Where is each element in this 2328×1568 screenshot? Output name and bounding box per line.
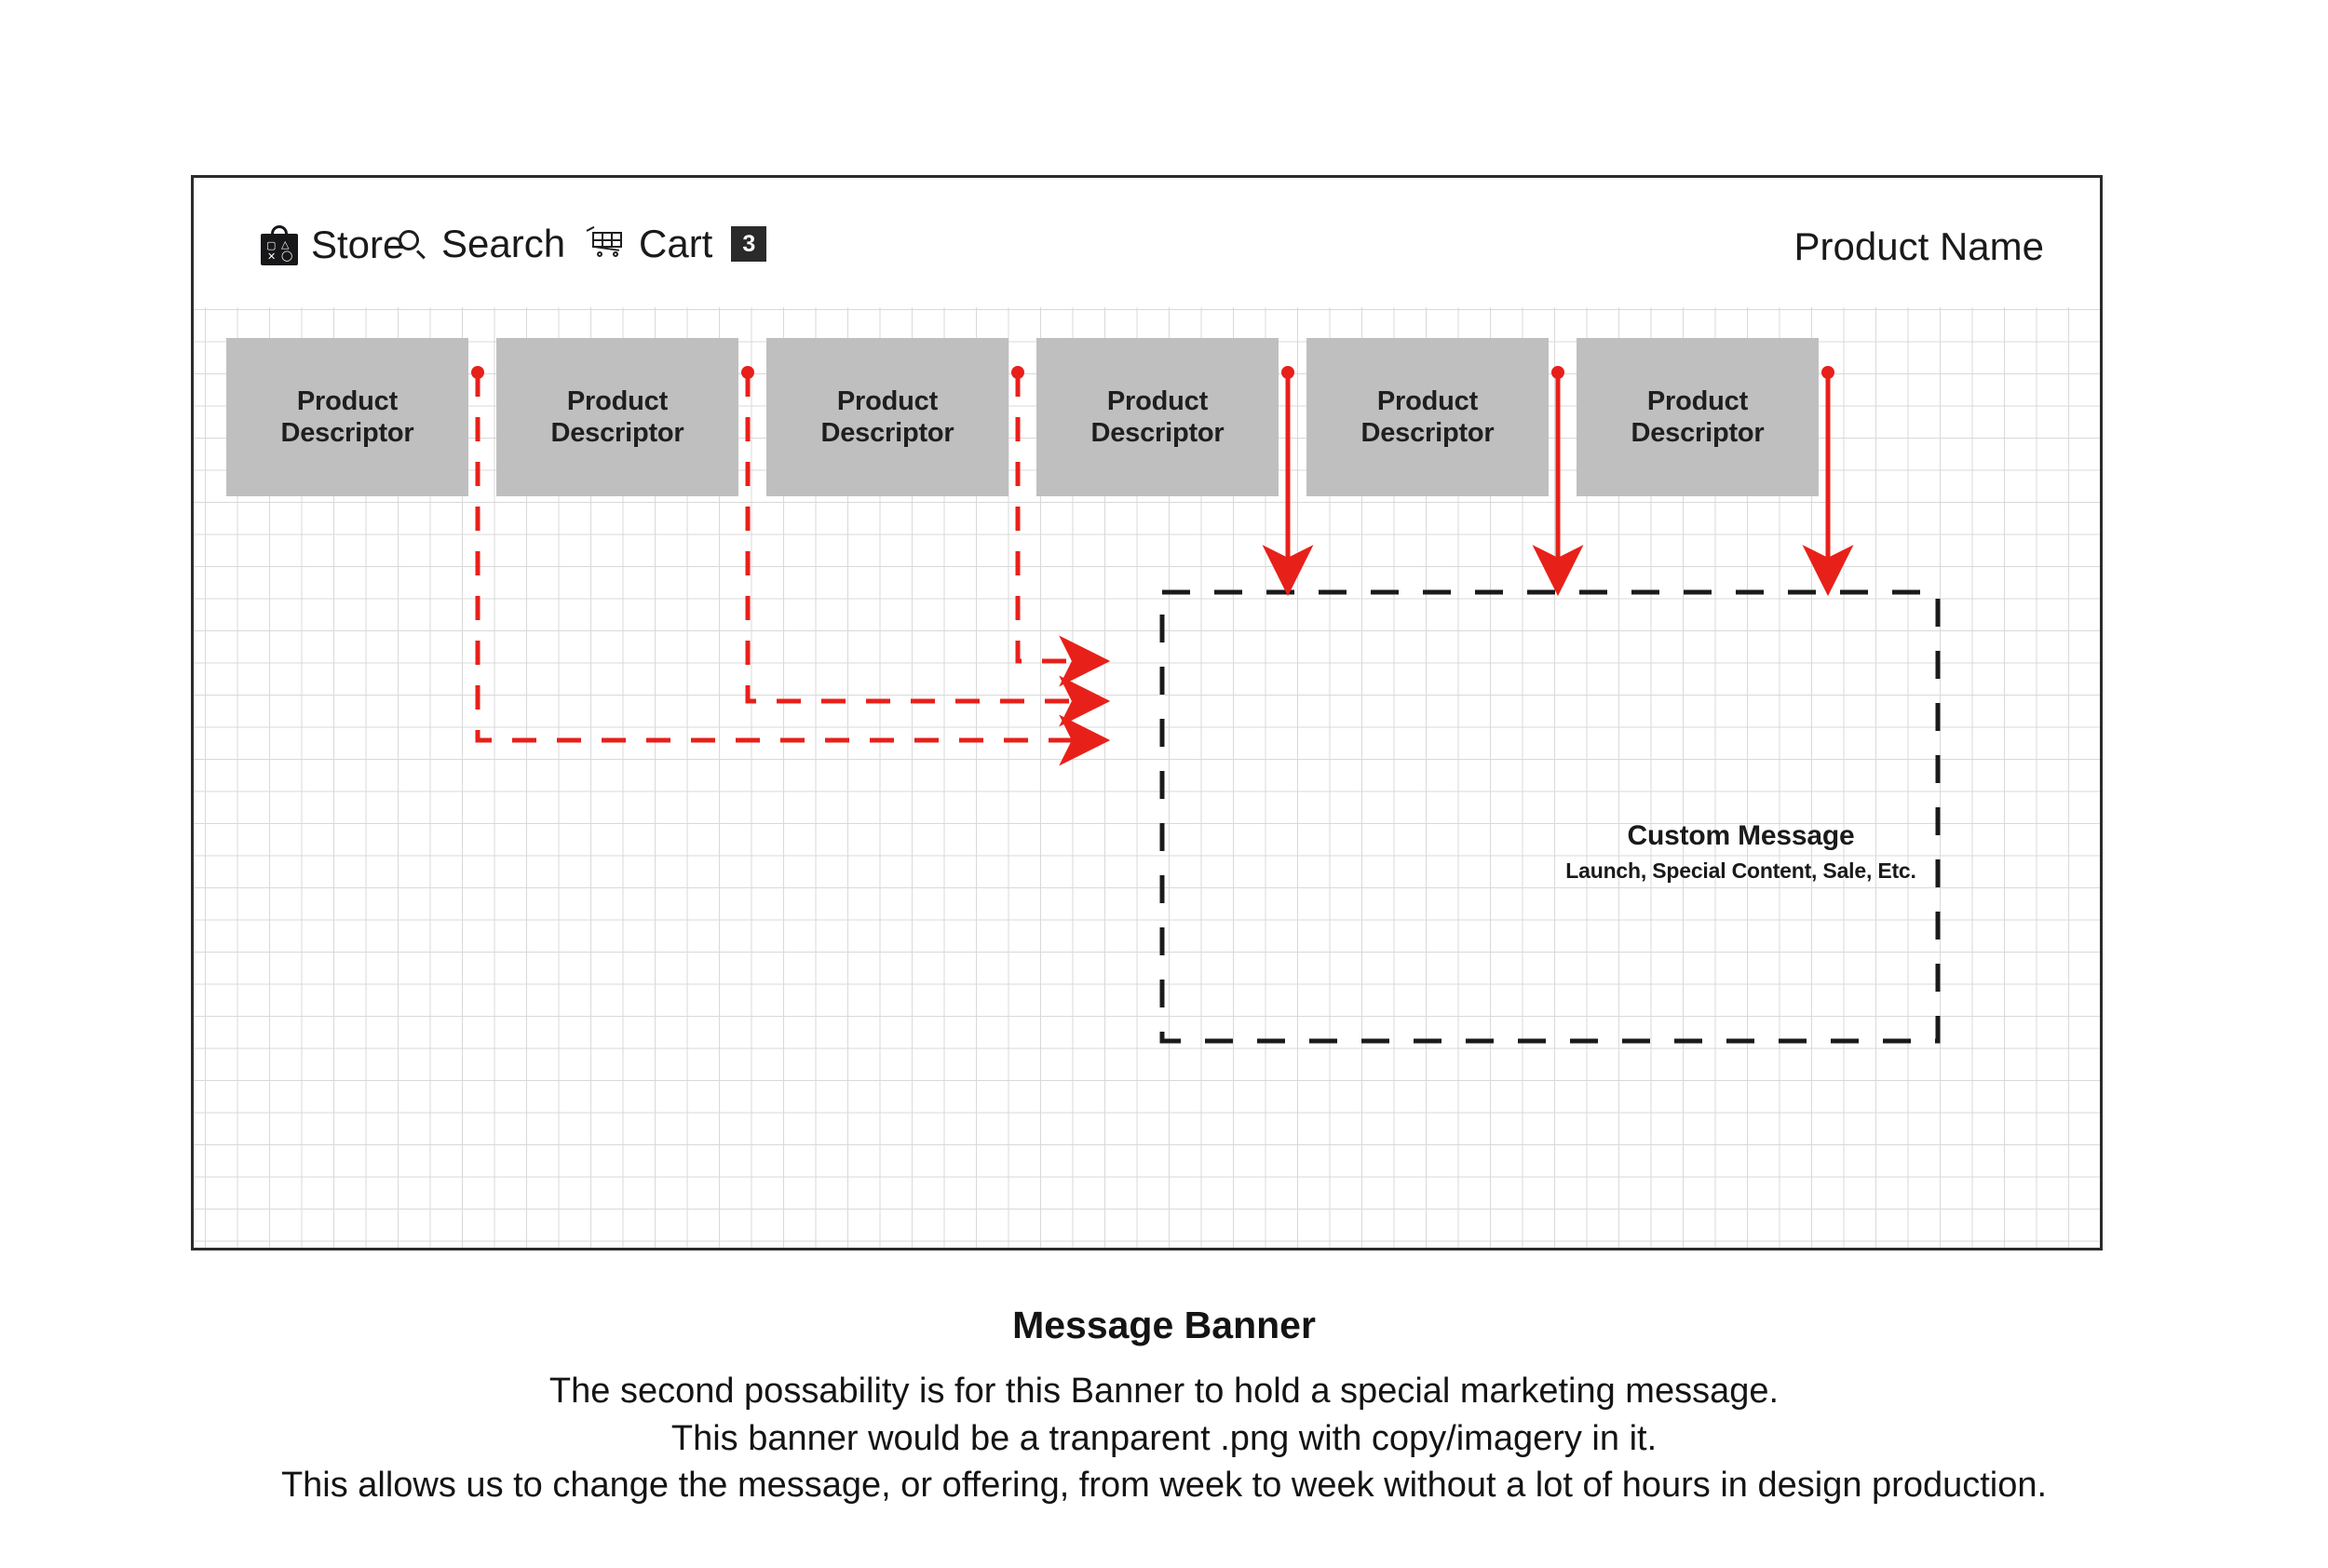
product-descriptor-box-5[interactable]: Product Descriptor [1306, 338, 1549, 496]
product-descriptor-box-4[interactable]: Product Descriptor [1036, 338, 1279, 496]
cart-icon [586, 225, 626, 260]
product-descriptor-label: Product Descriptor [1090, 385, 1225, 448]
custom-message-title: Custom Message [1627, 820, 1855, 851]
product-descriptor-label: Product Descriptor [1631, 385, 1765, 448]
wireframe-frame: ▢ △ ✕ ◯ Store Search [191, 175, 2103, 1250]
caption-title: Message Banner [1012, 1304, 1316, 1346]
product-descriptor-label: Product Descriptor [280, 385, 414, 448]
search-icon [397, 228, 428, 260]
product-descriptor-box-6[interactable]: Product Descriptor [1577, 338, 1819, 496]
nav-item-search[interactable]: Search [397, 224, 565, 264]
site-header: ▢ △ ✕ ◯ Store Search [194, 178, 2100, 307]
caption-block: Message Banner The second possability is… [0, 1304, 2328, 1509]
custom-message-subtitle: Launch, Special Content, Sale, Etc. [1565, 858, 1916, 883]
caption-line-3: This allows us to change the message, or… [280, 1466, 2048, 1506]
product-descriptor-label: Product Descriptor [820, 385, 954, 448]
nav-item-cart[interactable]: Cart 3 [586, 222, 767, 265]
header-product-name: Product Name [1793, 224, 2044, 268]
product-descriptor-box-3[interactable]: Product Descriptor [766, 338, 1008, 496]
product-descriptor-box-1[interactable]: Product Descriptor [226, 338, 468, 496]
product-descriptor-label: Product Descriptor [1360, 385, 1495, 448]
nav-store-label: Store [311, 223, 405, 266]
nav-cart-label: Cart [639, 222, 713, 265]
nav-search-label: Search [441, 222, 566, 265]
caption-line-2: This banner would be a tranparent .png w… [670, 1418, 1658, 1458]
product-descriptor-box-2[interactable]: Product Descriptor [496, 338, 738, 496]
cart-count-badge: 3 [731, 226, 767, 262]
product-descriptor-label: Product Descriptor [550, 385, 684, 448]
nav-item-store[interactable]: ▢ △ ✕ ◯ Store [261, 224, 404, 265]
custom-message-block: Custom Message Launch, Special Content, … [1353, 820, 2100, 884]
store-bag-icon: ▢ △ ✕ ◯ [261, 224, 298, 265]
caption-line-1: The second possability is for this Banne… [548, 1372, 1780, 1411]
